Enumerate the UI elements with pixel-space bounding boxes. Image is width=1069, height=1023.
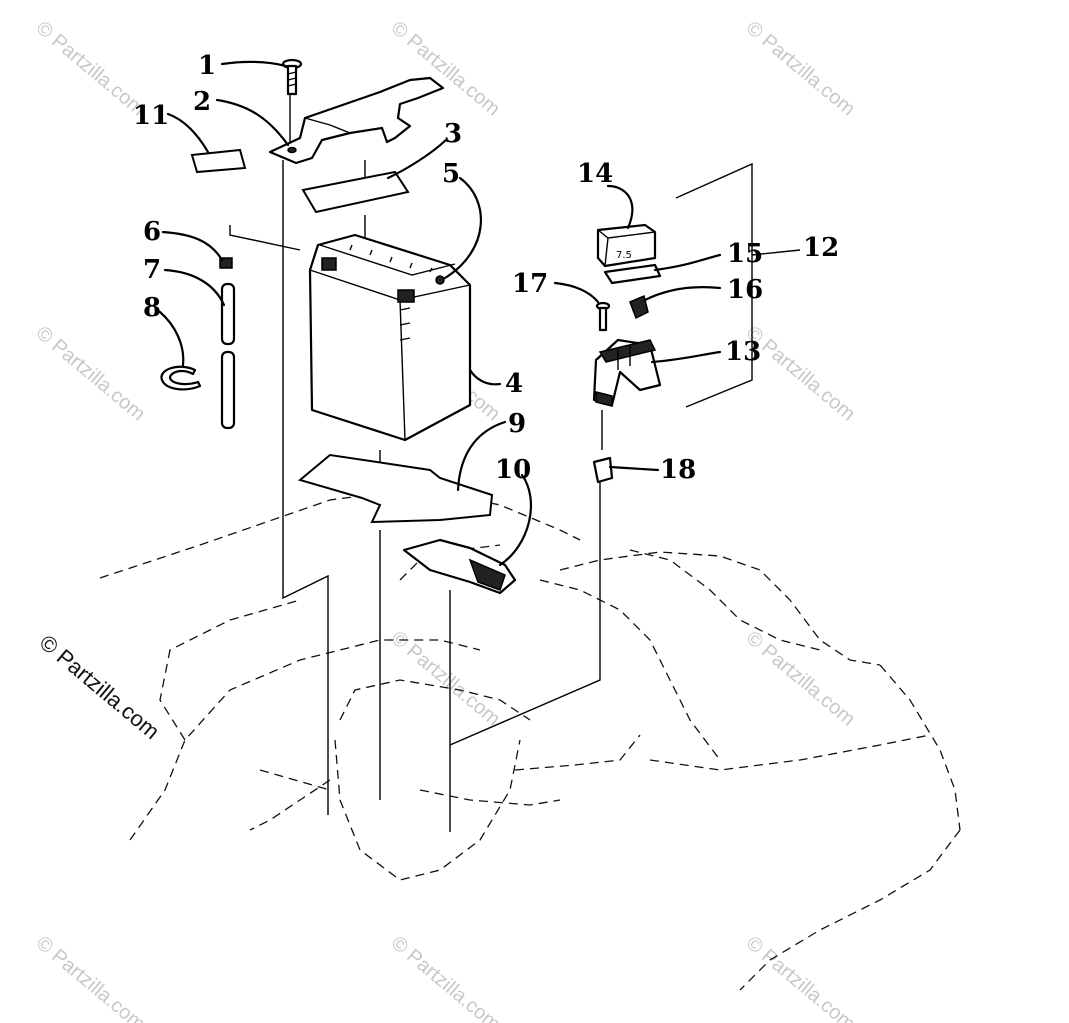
callout-4: 4 [505, 369, 523, 399]
cover-part-10 [402, 538, 517, 595]
fuse-holder-part-13 [592, 338, 662, 407]
callout-leaders [158, 60, 722, 567]
callout-8: 8 [143, 293, 161, 323]
callout-7: 7 [143, 255, 161, 285]
callout-18: 18 [660, 455, 696, 485]
watermark: © Partzilla.com [32, 932, 149, 1023]
callout-3: 3 [444, 119, 462, 149]
callout-10: 10 [495, 455, 531, 485]
screw-part-17 [595, 301, 611, 332]
callout-2: 2 [193, 87, 211, 117]
copyright-credit: © Partzilla.com [35, 630, 165, 744]
pad-part-3 [301, 170, 410, 214]
battery-strap-part-2 [268, 76, 445, 165]
callout-11: 11 [133, 101, 169, 131]
callout-5: 5 [442, 159, 460, 189]
watermark: © Partzilla.com [742, 627, 859, 730]
pad-part-11 [190, 148, 247, 174]
watermark: © Partzilla.com [742, 932, 859, 1023]
grommet-part-18 [592, 456, 614, 484]
callout-1: 1 [198, 51, 216, 81]
nut-part-6 [219, 257, 233, 269]
fuse-part-14: 7.5 [596, 223, 657, 268]
callout-9: 9 [508, 409, 526, 439]
tray-pad-part-9 [297, 453, 494, 524]
watermark: © Partzilla.com [742, 17, 859, 120]
tube-part-7 [220, 282, 236, 430]
callout-17: 17 [512, 269, 548, 299]
callout-6: 6 [143, 217, 161, 247]
watermark: © Partzilla.com [387, 932, 504, 1023]
clamp-part-8 [160, 365, 202, 391]
callout-14: 14 [577, 159, 613, 189]
callout-labels: 1 2 3 4 5 6 7 8 9 10 11 12 13 14 15 16 1… [133, 51, 839, 485]
watermark: © Partzilla.com [32, 322, 149, 425]
battery-part-4 [308, 233, 472, 442]
watermark: © Partzilla.com [387, 627, 504, 730]
callout-16: 16 [727, 275, 763, 305]
callout-15: 15 [727, 239, 763, 269]
screw-part-1 [281, 58, 303, 96]
vehicle-outline [99, 487, 961, 991]
callout-12: 12 [803, 233, 839, 263]
fuse-marking: 7.5 [616, 250, 632, 261]
watermark: © Partzilla.com [32, 17, 149, 120]
assembly-lines [229, 95, 801, 832]
clip-part-16 [629, 294, 649, 320]
vent-part-5 [435, 275, 445, 285]
label-part-15 [603, 263, 662, 285]
callout-13: 13 [725, 337, 761, 367]
parts: 7.5 [160, 58, 662, 595]
watermark: © Partzilla.com [387, 17, 504, 120]
